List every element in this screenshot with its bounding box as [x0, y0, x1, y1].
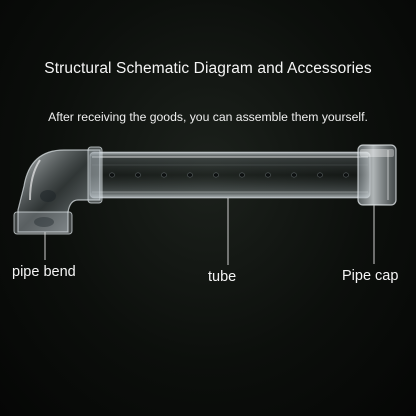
tube-hole — [291, 172, 297, 178]
tube-hole — [135, 172, 141, 178]
tube-label: tube — [208, 269, 237, 285]
diagram-subtitle: After receiving the goods, you can assem… — [48, 110, 368, 124]
pipe-bend-label: pipe bend — [12, 264, 76, 280]
tube-hole — [161, 172, 167, 178]
pipe-cap-label: Pipe cap — [342, 268, 399, 284]
tube-hole — [187, 172, 193, 178]
tube-hole — [239, 172, 245, 178]
diagram-title: Structural Schematic Diagram and Accesso… — [44, 60, 372, 77]
pipe-cap-fitting — [357, 144, 397, 206]
tube-hole — [213, 172, 219, 178]
tube-hole — [109, 172, 115, 178]
tube-hole — [265, 172, 271, 178]
pipe-bend-fitting — [13, 146, 103, 235]
tube-hole — [343, 172, 349, 178]
tube-holes — [109, 172, 349, 178]
tube-hole — [317, 172, 323, 178]
tube-body — [89, 151, 371, 199]
